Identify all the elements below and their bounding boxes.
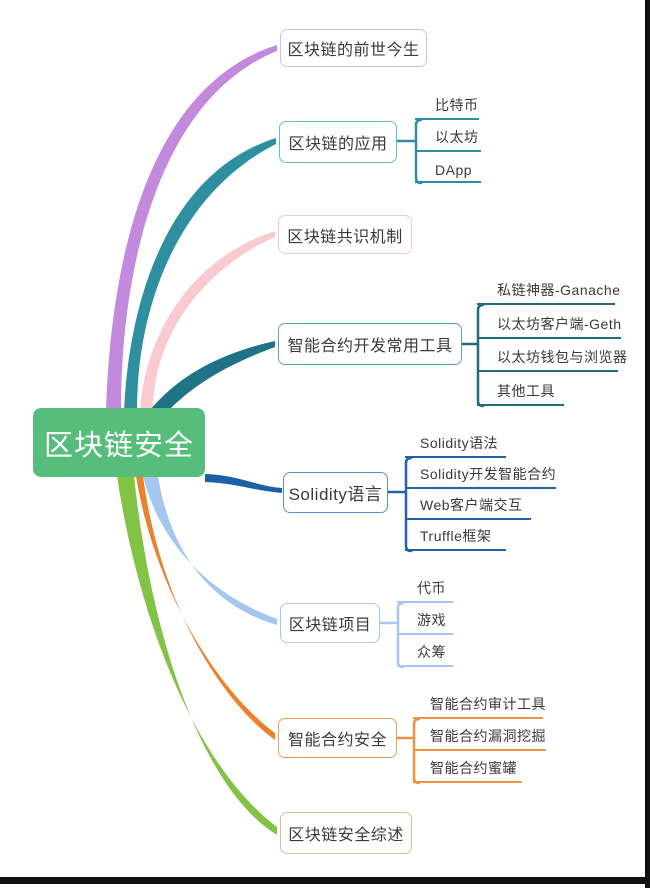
curve-overview xyxy=(117,476,277,835)
child-node-game[interactable]: 游戏 xyxy=(397,607,453,635)
window-edge-bottom xyxy=(0,877,650,884)
child-node-ganache[interactable]: 私链神器-Ganache xyxy=(477,277,620,305)
child-node-geth[interactable]: 以太坊客户端-Geth xyxy=(477,311,621,339)
child-node-web-client[interactable]: Web客户端交互 xyxy=(405,492,531,520)
curve-applications xyxy=(124,138,276,410)
curve-history xyxy=(106,45,277,410)
child-node-wallet-browser[interactable]: 以太坊钱包与浏览器 xyxy=(477,344,627,372)
child-node-solidity-syntax[interactable]: Solidity语法 xyxy=(405,430,506,458)
branch-node-consensus[interactable]: 区块链共识机制 xyxy=(278,215,412,254)
child-node-truffle[interactable]: Truffle框架 xyxy=(405,523,506,551)
branch-node-dev-tools[interactable]: 智能合约开发常用工具 xyxy=(278,323,462,365)
branch-node-projects[interactable]: 区块链项目 xyxy=(280,603,380,643)
child-node-bitcoin[interactable]: 比特币 xyxy=(415,92,479,120)
branch-node-contract-security[interactable]: 智能合约安全 xyxy=(278,718,397,758)
child-node-token[interactable]: 代币 xyxy=(397,575,453,603)
child-node-honeypot[interactable]: 智能合约蜜罐 xyxy=(413,755,522,783)
window-edge-right xyxy=(645,0,650,888)
branch-node-applications[interactable]: 区块链的应用 xyxy=(279,121,397,163)
curve-consensus xyxy=(140,231,275,410)
child-node-crowdfunding[interactable]: 众筹 xyxy=(397,639,453,667)
root-node-blockchain-security[interactable]: 区块链安全 xyxy=(33,408,205,477)
curve-contract-security xyxy=(136,476,275,740)
branch-node-history[interactable]: 区块链的前世今生 xyxy=(280,29,427,67)
branch-node-solidity[interactable]: Solidity语言 xyxy=(283,472,388,513)
curve-dev-tools xyxy=(151,341,275,409)
child-node-audit-tools[interactable]: 智能合约审计工具 xyxy=(413,691,546,719)
child-node-dapp[interactable]: DApp xyxy=(415,155,481,183)
child-node-vulnerability-mining[interactable]: 智能合约漏洞挖掘 xyxy=(413,723,546,751)
child-node-solidity-smart-contract[interactable]: Solidity开发智能合约 xyxy=(405,461,556,489)
curve-solidity xyxy=(205,474,282,493)
curve-projects xyxy=(143,476,277,625)
child-node-ethereum[interactable]: 以太坊 xyxy=(415,124,481,152)
child-node-other-tools[interactable]: 其他工具 xyxy=(477,378,564,406)
branch-node-overview[interactable]: 区块链安全综述 xyxy=(280,812,412,854)
